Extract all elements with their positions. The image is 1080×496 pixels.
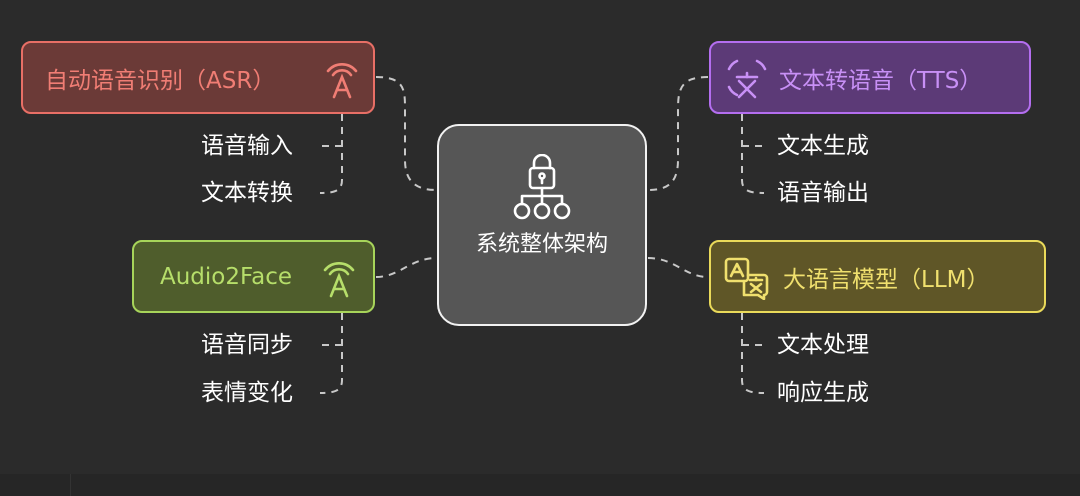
leaf-a2f-1[interactable]: 语音同步 bbox=[201, 332, 293, 358]
branch-audio2face-label: Audio2Face bbox=[160, 263, 293, 290]
leaf-asr-1[interactable]: 语音输入 bbox=[201, 133, 293, 159]
antenna-a-icon bbox=[316, 254, 362, 300]
connector-tts bbox=[647, 76, 709, 191]
branch-tts-label: 文本转语音（TTS） bbox=[779, 67, 983, 94]
branch-tts[interactable]: 文本转语音（TTS） bbox=[709, 41, 1031, 114]
connector-asr-children bbox=[319, 114, 343, 194]
text-to-speech-icon bbox=[725, 57, 769, 101]
connector-tts-children bbox=[741, 114, 765, 194]
antenna-a-icon bbox=[319, 55, 365, 101]
center-title: 系统整体架构 bbox=[475, 232, 608, 257]
connector-a2f bbox=[375, 257, 438, 278]
leaf-a2f-2[interactable]: 表情变化 bbox=[201, 380, 293, 406]
translate-icon bbox=[723, 256, 769, 300]
connector-asr bbox=[375, 76, 438, 191]
leaf-llm-2[interactable]: 响应生成 bbox=[777, 380, 869, 406]
leaf-tts-1[interactable]: 文本生成 bbox=[777, 133, 869, 159]
connector-llm-children bbox=[741, 313, 765, 394]
branch-audio2face[interactable]: Audio2Face bbox=[132, 240, 375, 313]
branch-asr[interactable]: 自动语音识别（ASR） bbox=[21, 41, 375, 114]
hierarchy-lock-icon bbox=[513, 154, 571, 220]
branch-llm-label: 大语言模型（LLM） bbox=[783, 266, 990, 293]
leaf-asr-2[interactable]: 文本转换 bbox=[201, 180, 293, 206]
connector-a2f-children bbox=[319, 313, 343, 394]
branch-asr-label: 自动语音识别（ASR） bbox=[45, 67, 276, 94]
center-node[interactable]: 系统整体架构 bbox=[437, 124, 647, 326]
leaf-tts-2[interactable]: 语音输出 bbox=[777, 180, 869, 206]
leaf-llm-1[interactable]: 文本处理 bbox=[777, 332, 869, 358]
branch-llm[interactable]: 大语言模型（LLM） bbox=[709, 240, 1046, 313]
connector-llm bbox=[647, 257, 709, 278]
footer-strip bbox=[0, 474, 1080, 496]
